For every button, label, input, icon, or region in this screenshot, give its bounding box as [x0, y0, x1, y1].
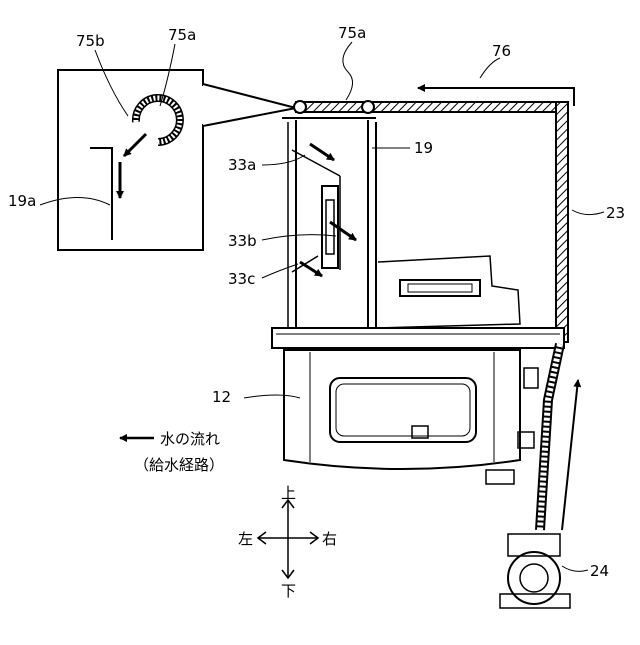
tank-12	[244, 328, 564, 484]
legend-subtitle: （給水経路）	[134, 456, 224, 474]
label-33a: 33a	[228, 156, 256, 174]
label-75a-inset: 75a	[168, 26, 196, 44]
direction-compass	[258, 500, 318, 578]
label-19: 19	[414, 139, 433, 157]
label-24: 24	[590, 562, 609, 580]
label-19a: 19a	[8, 192, 36, 210]
inner-compartment	[378, 256, 520, 328]
label-76: 76	[492, 42, 511, 60]
pipe-23	[540, 210, 604, 530]
pump-24	[500, 534, 588, 608]
label-33c: 33c	[228, 270, 255, 288]
label-75b: 75b	[76, 32, 105, 50]
label-75a-top: 75a	[338, 24, 366, 42]
direction-up: 上	[281, 484, 296, 502]
direction-right: 右	[322, 530, 337, 548]
label-23: 23	[606, 204, 625, 222]
label-12: 12	[212, 388, 231, 406]
legend-title: 水の流れ	[160, 430, 220, 448]
direction-down: 下	[281, 582, 296, 600]
direction-left: 左	[238, 530, 253, 548]
label-33b: 33b	[228, 232, 257, 250]
water-box-19	[262, 118, 410, 340]
inset-detail	[40, 44, 296, 250]
